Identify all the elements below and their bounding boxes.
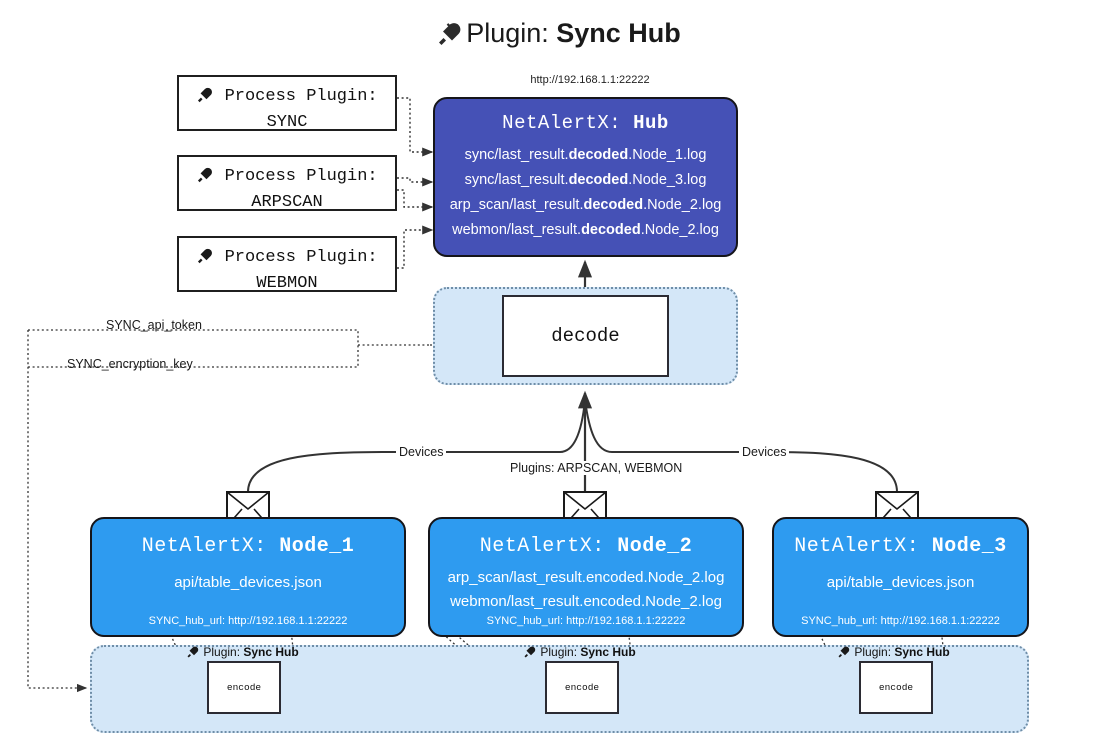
decode-box[interactable]: decode [502, 295, 669, 377]
node-hub-url: SYNC_hub_url: http://192.168.1.1:22222 [486, 615, 686, 627]
plug-icon [196, 248, 223, 270]
hub-log-list: sync/last_result.decoded.Node_1.log sync… [435, 143, 736, 243]
process-plugin-label: Process Plugin: [224, 167, 378, 186]
node-title: NetAlertX: Node_2 [479, 535, 693, 558]
page-title-prefix: Plugin: [466, 18, 557, 48]
process-plugin-sync[interactable]: Process Plugin: SYNC [177, 75, 397, 132]
encoder-caption-node-1: Plugin: Sync Hub [186, 645, 299, 661]
node-hub-url: SYNC_hub_url: http://192.168.1.1:22222 [801, 615, 1000, 627]
encode-box-node-3[interactable]: encode [859, 661, 933, 714]
process-plugin-value: SYNC [266, 112, 308, 132]
plug-icon [837, 646, 853, 661]
node-artifact: arp_scan/last_result.encoded.Node_2.log [447, 569, 725, 586]
plug-icon [196, 167, 223, 189]
plug-icon [196, 87, 223, 109]
edge-label-devices-right: Devices [739, 445, 790, 459]
encode-box-node-2[interactable]: encode [545, 661, 619, 714]
secret-api-token-label: SYNC_api_token [106, 318, 202, 332]
node-artifact: api/table_devices.json [174, 574, 322, 591]
plug-icon [523, 646, 539, 661]
node-artifact-list: arp_scan/last_result.encoded.Node_2.log … [430, 566, 742, 615]
process-plugin-value: WEBMON [256, 273, 318, 293]
node-box-node-3[interactable]: NetAlertX: Node_3 api/table_devices.json… [772, 517, 1029, 637]
process-plugin-label: Process Plugin: [224, 87, 378, 106]
node-artifact-list: api/table_devices.json [774, 571, 1027, 595]
hub-node[interactable]: NetAlertX: Hub sync/last_result.decoded.… [433, 97, 738, 257]
process-plugin-value: ARPSCAN [251, 192, 323, 212]
hub-title: NetAlertX: Hub [435, 112, 736, 134]
node-hub-url: SYNC_hub_url: http://192.168.1.1:22222 [148, 615, 348, 627]
node-box-node-1[interactable]: NetAlertX: Node_1 api/table_devices.json… [90, 517, 406, 637]
hub-title-name: Hub [633, 112, 669, 134]
hub-log-line: sync/last_result.decoded.Node_3.log [464, 171, 707, 188]
edge-label-devices-left: Devices [396, 445, 447, 459]
process-plugin-label: Process Plugin: [224, 248, 378, 267]
encode-box-node-1[interactable]: encode [207, 661, 281, 714]
hub-log-line: webmon/last_result.decoded.Node_2.log [452, 221, 719, 238]
encoder-caption-node-3: Plugin: Sync Hub [837, 645, 950, 661]
hub-log-line: sync/last_result.decoded.Node_1.log [464, 147, 707, 163]
node-box-node-2[interactable]: NetAlertX: Node_2 arp_scan/last_result.e… [428, 517, 744, 637]
encode-label: encode [226, 682, 262, 693]
node-artifact-list: api/table_devices.json [92, 571, 404, 595]
edge-label-plugins-center: Plugins: ARPSCAN, WEBMON [507, 461, 686, 475]
page-title-name: Sync Hub [556, 18, 681, 48]
encoder-caption-node-2: Plugin: Sync Hub [523, 645, 636, 661]
hub-title-prefix: NetAlertX: [502, 112, 634, 134]
process-plugin-arpscan[interactable]: Process Plugin: ARPSCAN [177, 155, 397, 212]
decode-label: decode [551, 325, 620, 347]
process-plugin-webmon[interactable]: Process Plugin: WEBMON [177, 236, 397, 293]
hub-url-label: http://192.168.1.1:22222 [530, 74, 650, 86]
secret-encryption-key-label: SYNC_encryption_key [67, 357, 193, 371]
page-title: Plugin: Sync Hub [0, 18, 1117, 53]
node-title: NetAlertX: Node_1 [141, 535, 355, 558]
node-title: NetAlertX: Node_3 [794, 535, 1007, 558]
plug-icon [186, 646, 202, 661]
plug-icon [436, 22, 462, 53]
node-artifact: api/table_devices.json [826, 574, 975, 591]
node-artifact: webmon/last_result.encoded.Node_2.log [450, 593, 722, 611]
hub-log-line: arp_scan/last_result.decoded.Node_2.log [449, 196, 722, 213]
encode-label: encode [564, 682, 600, 693]
encode-label: encode [878, 682, 914, 693]
